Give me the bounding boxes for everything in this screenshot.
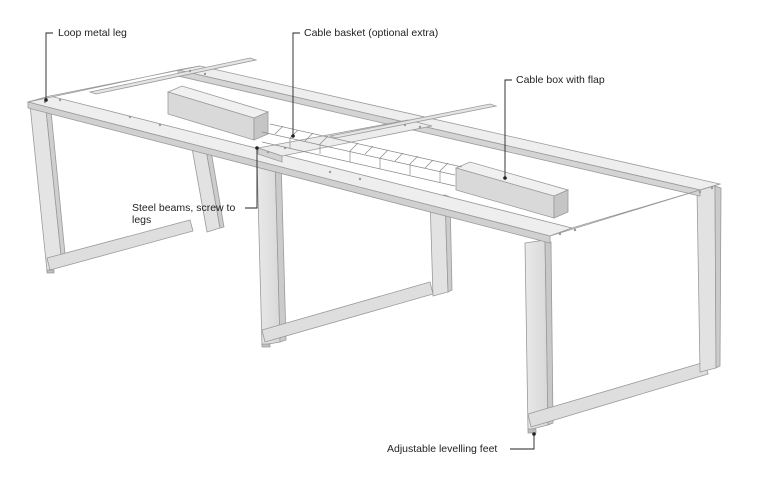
callout-line-loop-leg xyxy=(45,32,53,100)
bolt-holes xyxy=(43,69,714,236)
cable-box-right xyxy=(454,161,570,219)
steel-beams xyxy=(26,57,722,244)
callout-dots xyxy=(44,98,536,436)
callout-line-cable-basket xyxy=(292,32,300,136)
callout-cable-box: Cable box with flap xyxy=(516,74,605,86)
right-loop-leg xyxy=(524,185,722,431)
left-loop-leg xyxy=(29,99,225,272)
cable-box-left xyxy=(166,85,270,141)
callout-levelling-feet: Adjustable levelling feet xyxy=(387,443,498,455)
callout-line-feet xyxy=(510,434,535,450)
callout-steel-beams: Steel beams, screw to legs xyxy=(132,202,236,226)
callout-cable-basket: Cable basket (optional extra) xyxy=(304,27,439,39)
callout-line-steel-beams xyxy=(245,148,258,209)
levelling-feet xyxy=(46,269,537,434)
callout-lines xyxy=(45,32,535,450)
callout-line-cable-box xyxy=(504,79,512,178)
cable-basket xyxy=(261,123,463,187)
callout-loop-metal-leg: Loop metal leg xyxy=(58,27,127,39)
